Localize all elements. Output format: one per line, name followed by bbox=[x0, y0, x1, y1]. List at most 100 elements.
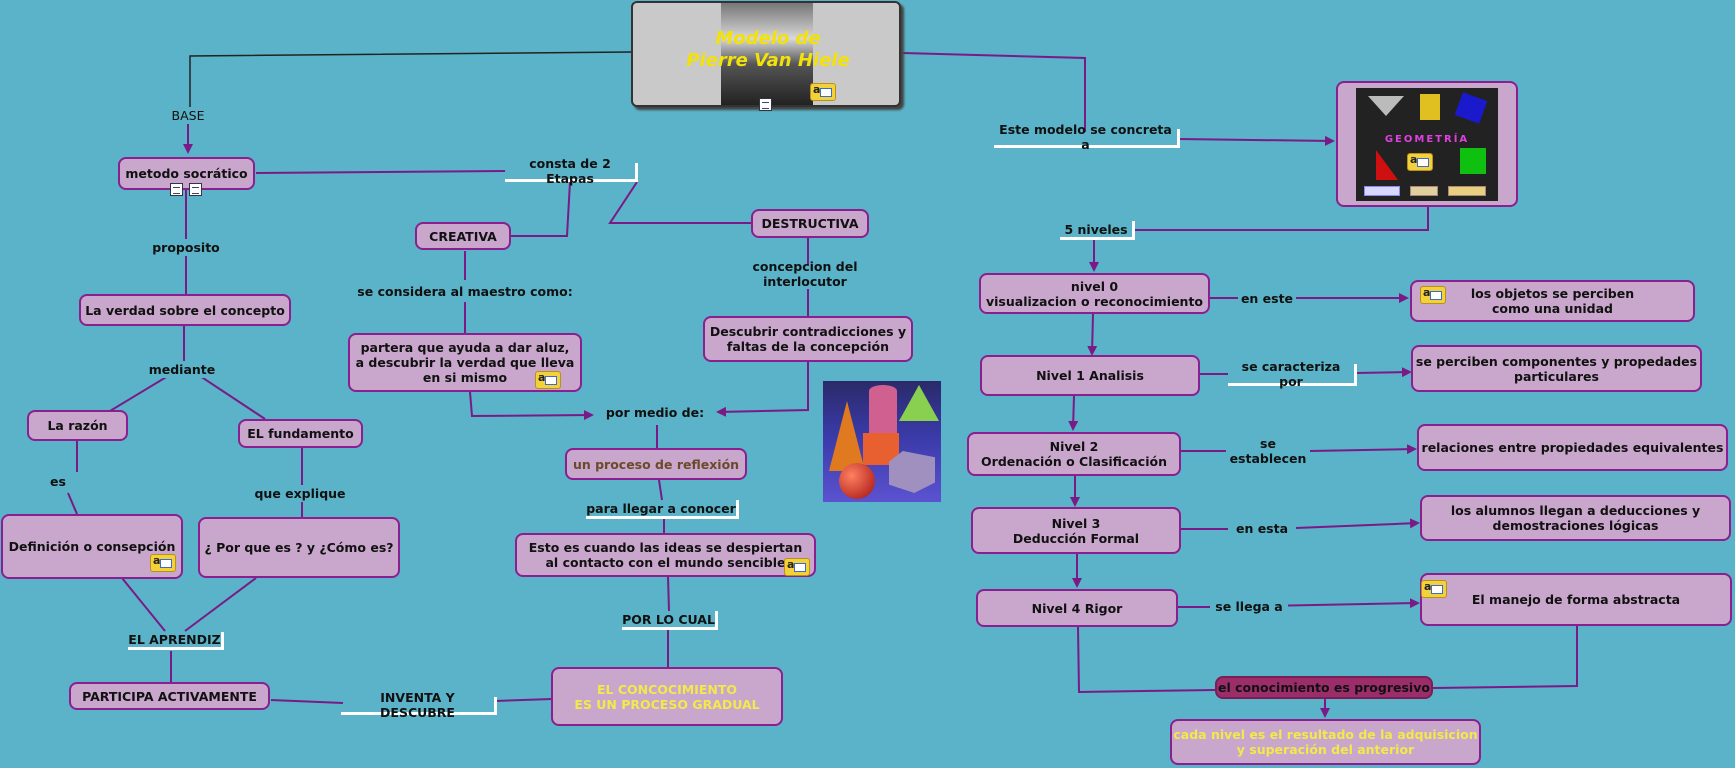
label-se-llega-a: se llega a bbox=[1210, 598, 1288, 615]
node-nivel-2[interactable]: Nivel 2 Ordenación o Clasificación bbox=[967, 432, 1181, 476]
green-square-shape bbox=[1460, 148, 1486, 174]
label-por-lo-cual: POR LO CUAL bbox=[622, 611, 718, 630]
link-title-base bbox=[189, 51, 632, 112]
geometric-solids-image bbox=[823, 381, 941, 502]
document-icon[interactable] bbox=[189, 183, 202, 196]
label-inventa-descubre: INVENTA Y DESCUBRE bbox=[341, 690, 497, 720]
node-proceso-reflexion[interactable]: un proceso de reflexión bbox=[565, 448, 747, 480]
yellow-shape bbox=[1420, 94, 1440, 120]
link-definicion-aprendiz bbox=[121, 577, 166, 632]
image-icon[interactable] bbox=[170, 183, 183, 196]
node-esto-es-cuando[interactable]: Esto es cuando las ideas se despiertan a… bbox=[515, 533, 816, 577]
node-conocimiento-gradual[interactable]: EL CONCOCIMIENTO ES UN PROCESO GRADUAL bbox=[551, 667, 783, 726]
node-el-fundamento[interactable]: EL fundamento bbox=[238, 419, 363, 448]
label-proposito: proposito bbox=[150, 239, 222, 256]
nav-button-3[interactable] bbox=[1448, 186, 1486, 196]
document-icon[interactable] bbox=[759, 98, 772, 111]
label-en-esta: en esta bbox=[1228, 520, 1296, 537]
label-se-establecen: se establecen bbox=[1226, 436, 1310, 466]
node-conocimiento-progresivo[interactable]: el conocimiento es progresivo bbox=[1215, 676, 1433, 699]
node-relaciones-propiedades[interactable]: relaciones entre propiedades equivalente… bbox=[1417, 424, 1728, 471]
link-nivel1-nivel2 bbox=[1068, 395, 1079, 431]
resource-icon[interactable] bbox=[1407, 153, 1433, 171]
resource-icon[interactable] bbox=[810, 83, 836, 101]
link-descubrir-pormedio bbox=[716, 362, 809, 417]
resource-icon[interactable] bbox=[784, 558, 810, 576]
dodecahedron-shape bbox=[889, 451, 935, 493]
resource-icon[interactable] bbox=[1420, 286, 1446, 304]
node-nivel-4[interactable]: Nivel 4 Rigor bbox=[976, 589, 1178, 627]
geometry-title: GEOMETRÍA bbox=[1384, 134, 1470, 145]
trapezoid-shape bbox=[1368, 96, 1404, 116]
resource-icon[interactable] bbox=[535, 371, 561, 389]
link-partera-pormedio bbox=[469, 391, 594, 421]
label-el-aprendiz: EL APRENDIZ bbox=[128, 632, 224, 650]
label-para-llegar: para llegar a conocer bbox=[586, 500, 739, 519]
label-concepcion-interlocutor: concepcion del interlocutor bbox=[712, 259, 898, 289]
label-se-caracteriza: se caracteriza por bbox=[1228, 359, 1357, 389]
node-nivel-1[interactable]: Nivel 1 Analisis bbox=[980, 355, 1200, 396]
nav-button-2[interactable] bbox=[1410, 186, 1438, 196]
node-participa-activamente[interactable]: PARTICIPA ACTIVAMENTE bbox=[69, 682, 270, 710]
red-triangle-shape bbox=[1376, 150, 1398, 180]
node-por-que-como[interactable]: ¿ Por que es ? y ¿Cómo es? bbox=[198, 517, 400, 578]
node-componentes-propiedades[interactable]: se perciben componentes y propedades par… bbox=[1411, 345, 1702, 392]
node-creativa[interactable]: CREATIVA bbox=[415, 222, 511, 250]
label-es: es bbox=[46, 473, 70, 490]
nav-button-1[interactable] bbox=[1364, 186, 1400, 196]
link-caract-comp bbox=[1355, 367, 1412, 378]
link-porque-aprendiz bbox=[184, 577, 257, 632]
node-nivel-3[interactable]: Nivel 3 Deducción Formal bbox=[971, 507, 1181, 554]
label-base: BASE bbox=[167, 107, 209, 124]
link-mediante-razon bbox=[109, 375, 169, 412]
node-forma-abstracta[interactable]: El manejo de forma abstracta bbox=[1420, 573, 1732, 626]
link-title-concreta bbox=[902, 52, 1086, 132]
link-nivel4-progresivo bbox=[1077, 626, 1216, 694]
node-verdad-concepto[interactable]: La verdad sobre el concepto bbox=[79, 294, 291, 326]
node-partera[interactable]: partera que ayuda a dar aluz, a descubri… bbox=[348, 333, 582, 392]
label-por-medio: por medio de: bbox=[599, 403, 711, 421]
label-se-considera: se considera al maestro como: bbox=[357, 283, 573, 300]
portrait-photo bbox=[721, 3, 813, 105]
label-que-explique: que explique bbox=[250, 485, 350, 502]
link-esto-porlocual bbox=[667, 576, 670, 612]
pyramid-shape bbox=[899, 385, 939, 421]
link-concreta-geo bbox=[1178, 135, 1335, 146]
node-destructiva[interactable]: DESTRUCTIVA bbox=[751, 209, 869, 238]
link-metodo-consta bbox=[255, 170, 506, 174]
node-alumnos-deducciones[interactable]: los alumnos llegan a deducciones y demos… bbox=[1420, 495, 1731, 541]
link-nivel0-nivel1 bbox=[1087, 313, 1098, 356]
label-mediante: mediante bbox=[146, 361, 218, 378]
cylinder-shape bbox=[869, 385, 897, 441]
link-proceso-llegar bbox=[658, 479, 663, 501]
link-geo-niveles bbox=[1135, 207, 1429, 231]
geometry-image: GEOMETRÍA bbox=[1356, 88, 1498, 201]
label-en-este: en este bbox=[1238, 290, 1296, 307]
sphere-shape bbox=[839, 463, 875, 499]
link-es-definicion bbox=[67, 492, 78, 515]
link-establecen-relac bbox=[1309, 444, 1417, 455]
resource-icon[interactable] bbox=[1421, 580, 1447, 598]
label-consta-etapas: consta de 2 Etapas bbox=[505, 156, 638, 186]
link-mediante-fundamento bbox=[199, 375, 266, 420]
resource-icon[interactable] bbox=[150, 554, 176, 572]
node-cada-nivel[interactable]: cada nivel es el resultado de la adquisi… bbox=[1170, 719, 1481, 765]
link-inventa-conocimiento bbox=[494, 698, 553, 702]
node-nivel-0[interactable]: nivel 0 visualizacion o reconocimiento bbox=[979, 273, 1210, 314]
link-llega-abstracta bbox=[1262, 598, 1420, 609]
node-metodo-socratico[interactable]: metodo socrático bbox=[118, 157, 255, 190]
blue-pentagon-shape bbox=[1454, 92, 1488, 124]
link-abstracta-progresivo bbox=[1432, 626, 1578, 689]
node-la-razon[interactable]: La razón bbox=[27, 410, 128, 441]
cone-shape bbox=[829, 401, 865, 471]
link-consta-creativa bbox=[511, 181, 571, 237]
node-objetos-unidad[interactable]: los objetos se perciben como una unidad bbox=[1410, 280, 1695, 322]
geometry-image-node[interactable]: GEOMETRÍA bbox=[1336, 81, 1518, 207]
link-participa-inventa bbox=[270, 699, 344, 704]
node-descubrir-contradicciones[interactable]: Descubrir contradicciones y faltas de la… bbox=[703, 316, 913, 362]
link-enesta-alumnos bbox=[1295, 518, 1420, 529]
